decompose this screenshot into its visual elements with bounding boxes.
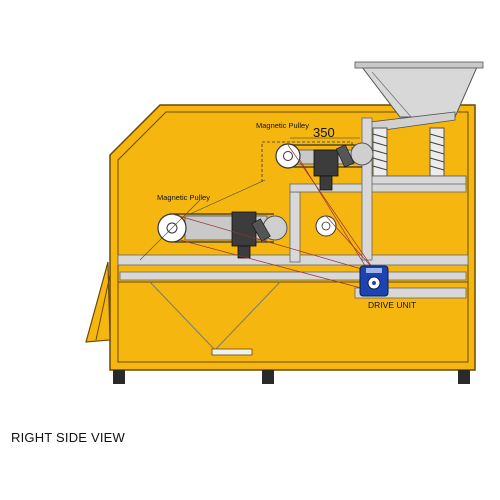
leg-right (458, 370, 470, 384)
dimension-outline (261, 141, 353, 182)
outlet-slot (211, 348, 253, 356)
upper-pulley-label: Magnetic Pulley (256, 121, 309, 130)
belt-guides (139, 179, 266, 261)
upper-pulley-hub (283, 151, 293, 161)
lower-bracket-leg (237, 245, 251, 259)
dimension-label: 350 (313, 125, 335, 140)
spring-right (429, 127, 445, 177)
inner-panel-outline (117, 111, 469, 363)
vertical-post (289, 191, 301, 263)
upper-bracket-leg (319, 175, 333, 191)
hopper-inner-line (371, 71, 413, 119)
lower-bracket (231, 211, 257, 247)
upper-bracket (313, 149, 339, 177)
lower-bracket-tab (251, 218, 271, 242)
upper-tail-pulley (350, 142, 374, 166)
upper-beam (289, 183, 467, 193)
drive-pulley-hub (372, 281, 376, 285)
lower-beam-2 (119, 271, 467, 281)
spring-left (372, 127, 388, 177)
feed-hopper-rim (354, 61, 484, 69)
motor-nameplate (366, 268, 382, 273)
leg-middle (262, 370, 274, 384)
right-post (361, 117, 373, 261)
view-title: RIGHT SIDE VIEW (11, 430, 125, 445)
lower-beam-3 (354, 287, 467, 299)
idler-hub (321, 221, 331, 231)
lower-pulley-label: Magnetic Pulley (157, 193, 210, 202)
upper-bracket-tab (335, 144, 355, 168)
chute-edge (95, 274, 111, 341)
drive-unit-label: DRIVE UNIT (368, 300, 416, 310)
left-chute (85, 261, 111, 343)
leg-left (113, 370, 125, 384)
